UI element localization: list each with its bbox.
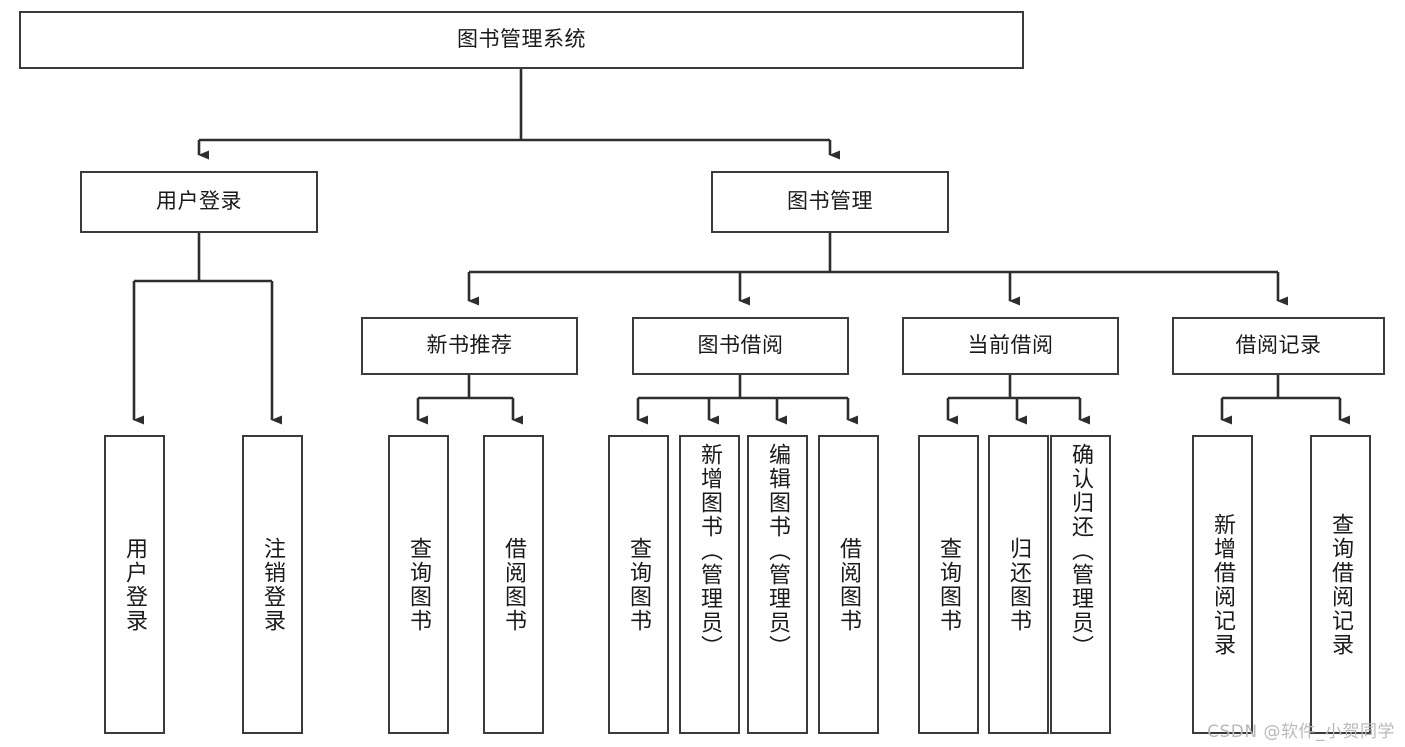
node-book-manage[interactable]: 图书管理	[711, 171, 949, 233]
node-leaf-query-book-3[interactable]: 查询图书	[918, 435, 979, 734]
node-leaf-borrow-book-2[interactable]: 借阅图书	[818, 435, 879, 734]
node-leaf-borrow-book-1[interactable]: 借阅图书	[483, 435, 544, 734]
node-leaf-query-book-2-label: 查询图书	[626, 536, 652, 633]
node-leaf-add-book-admin-label: 新增图书（管理员）	[697, 443, 723, 659]
node-leaf-add-borrow-record-label: 新增借阅记录	[1210, 512, 1236, 657]
node-leaf-borrow-book-1-label: 借阅图书	[501, 536, 527, 633]
node-leaf-query-borrow-record-label: 查询借阅记录	[1328, 512, 1354, 657]
node-leaf-logout-login-label: 注销登录	[260, 536, 286, 633]
node-book-borrow-label: 图书借阅	[697, 333, 784, 358]
node-user-login-label: 用户登录	[156, 189, 242, 214]
node-current-borrow[interactable]: 当前借阅	[902, 317, 1119, 375]
node-root[interactable]: 图书管理系统	[19, 11, 1024, 69]
node-leaf-query-book-3-label: 查询图书	[936, 536, 962, 633]
node-leaf-query-borrow-record[interactable]: 查询借阅记录	[1310, 435, 1371, 734]
node-leaf-add-borrow-record[interactable]: 新增借阅记录	[1192, 435, 1253, 734]
node-leaf-logout-login[interactable]: 注销登录	[242, 435, 303, 734]
node-leaf-return-book[interactable]: 归还图书	[988, 435, 1049, 734]
node-user-login[interactable]: 用户登录	[80, 171, 318, 233]
node-borrow-record-label: 借阅记录	[1235, 333, 1322, 358]
node-leaf-borrow-book-2-label: 借阅图书	[836, 536, 862, 633]
node-leaf-return-book-label: 归还图书	[1006, 536, 1032, 633]
node-leaf-user-login-label: 用户登录	[122, 536, 148, 633]
node-leaf-query-book-1-label: 查询图书	[406, 536, 432, 633]
node-leaf-query-book-2[interactable]: 查询图书	[608, 435, 669, 734]
node-borrow-record[interactable]: 借阅记录	[1172, 317, 1385, 375]
node-book-borrow[interactable]: 图书借阅	[632, 317, 849, 375]
node-leaf-user-login[interactable]: 用户登录	[104, 435, 165, 734]
node-new-book-recommend-label: 新书推荐	[426, 333, 513, 358]
node-book-manage-label: 图书管理	[787, 189, 873, 214]
node-leaf-confirm-return-admin[interactable]: 确认归还（管理员）	[1050, 435, 1111, 734]
node-leaf-edit-book-admin-label: 编辑图书（管理员）	[765, 443, 791, 659]
node-current-borrow-label: 当前借阅	[967, 333, 1054, 358]
node-new-book-recommend[interactable]: 新书推荐	[361, 317, 578, 375]
node-leaf-edit-book-admin[interactable]: 编辑图书（管理员）	[747, 435, 808, 734]
node-leaf-confirm-return-admin-label: 确认归还（管理员）	[1068, 443, 1094, 659]
node-leaf-add-book-admin[interactable]: 新增图书（管理员）	[679, 435, 740, 734]
node-leaf-query-book-1[interactable]: 查询图书	[388, 435, 449, 734]
node-root-label: 图书管理系统	[457, 27, 586, 52]
